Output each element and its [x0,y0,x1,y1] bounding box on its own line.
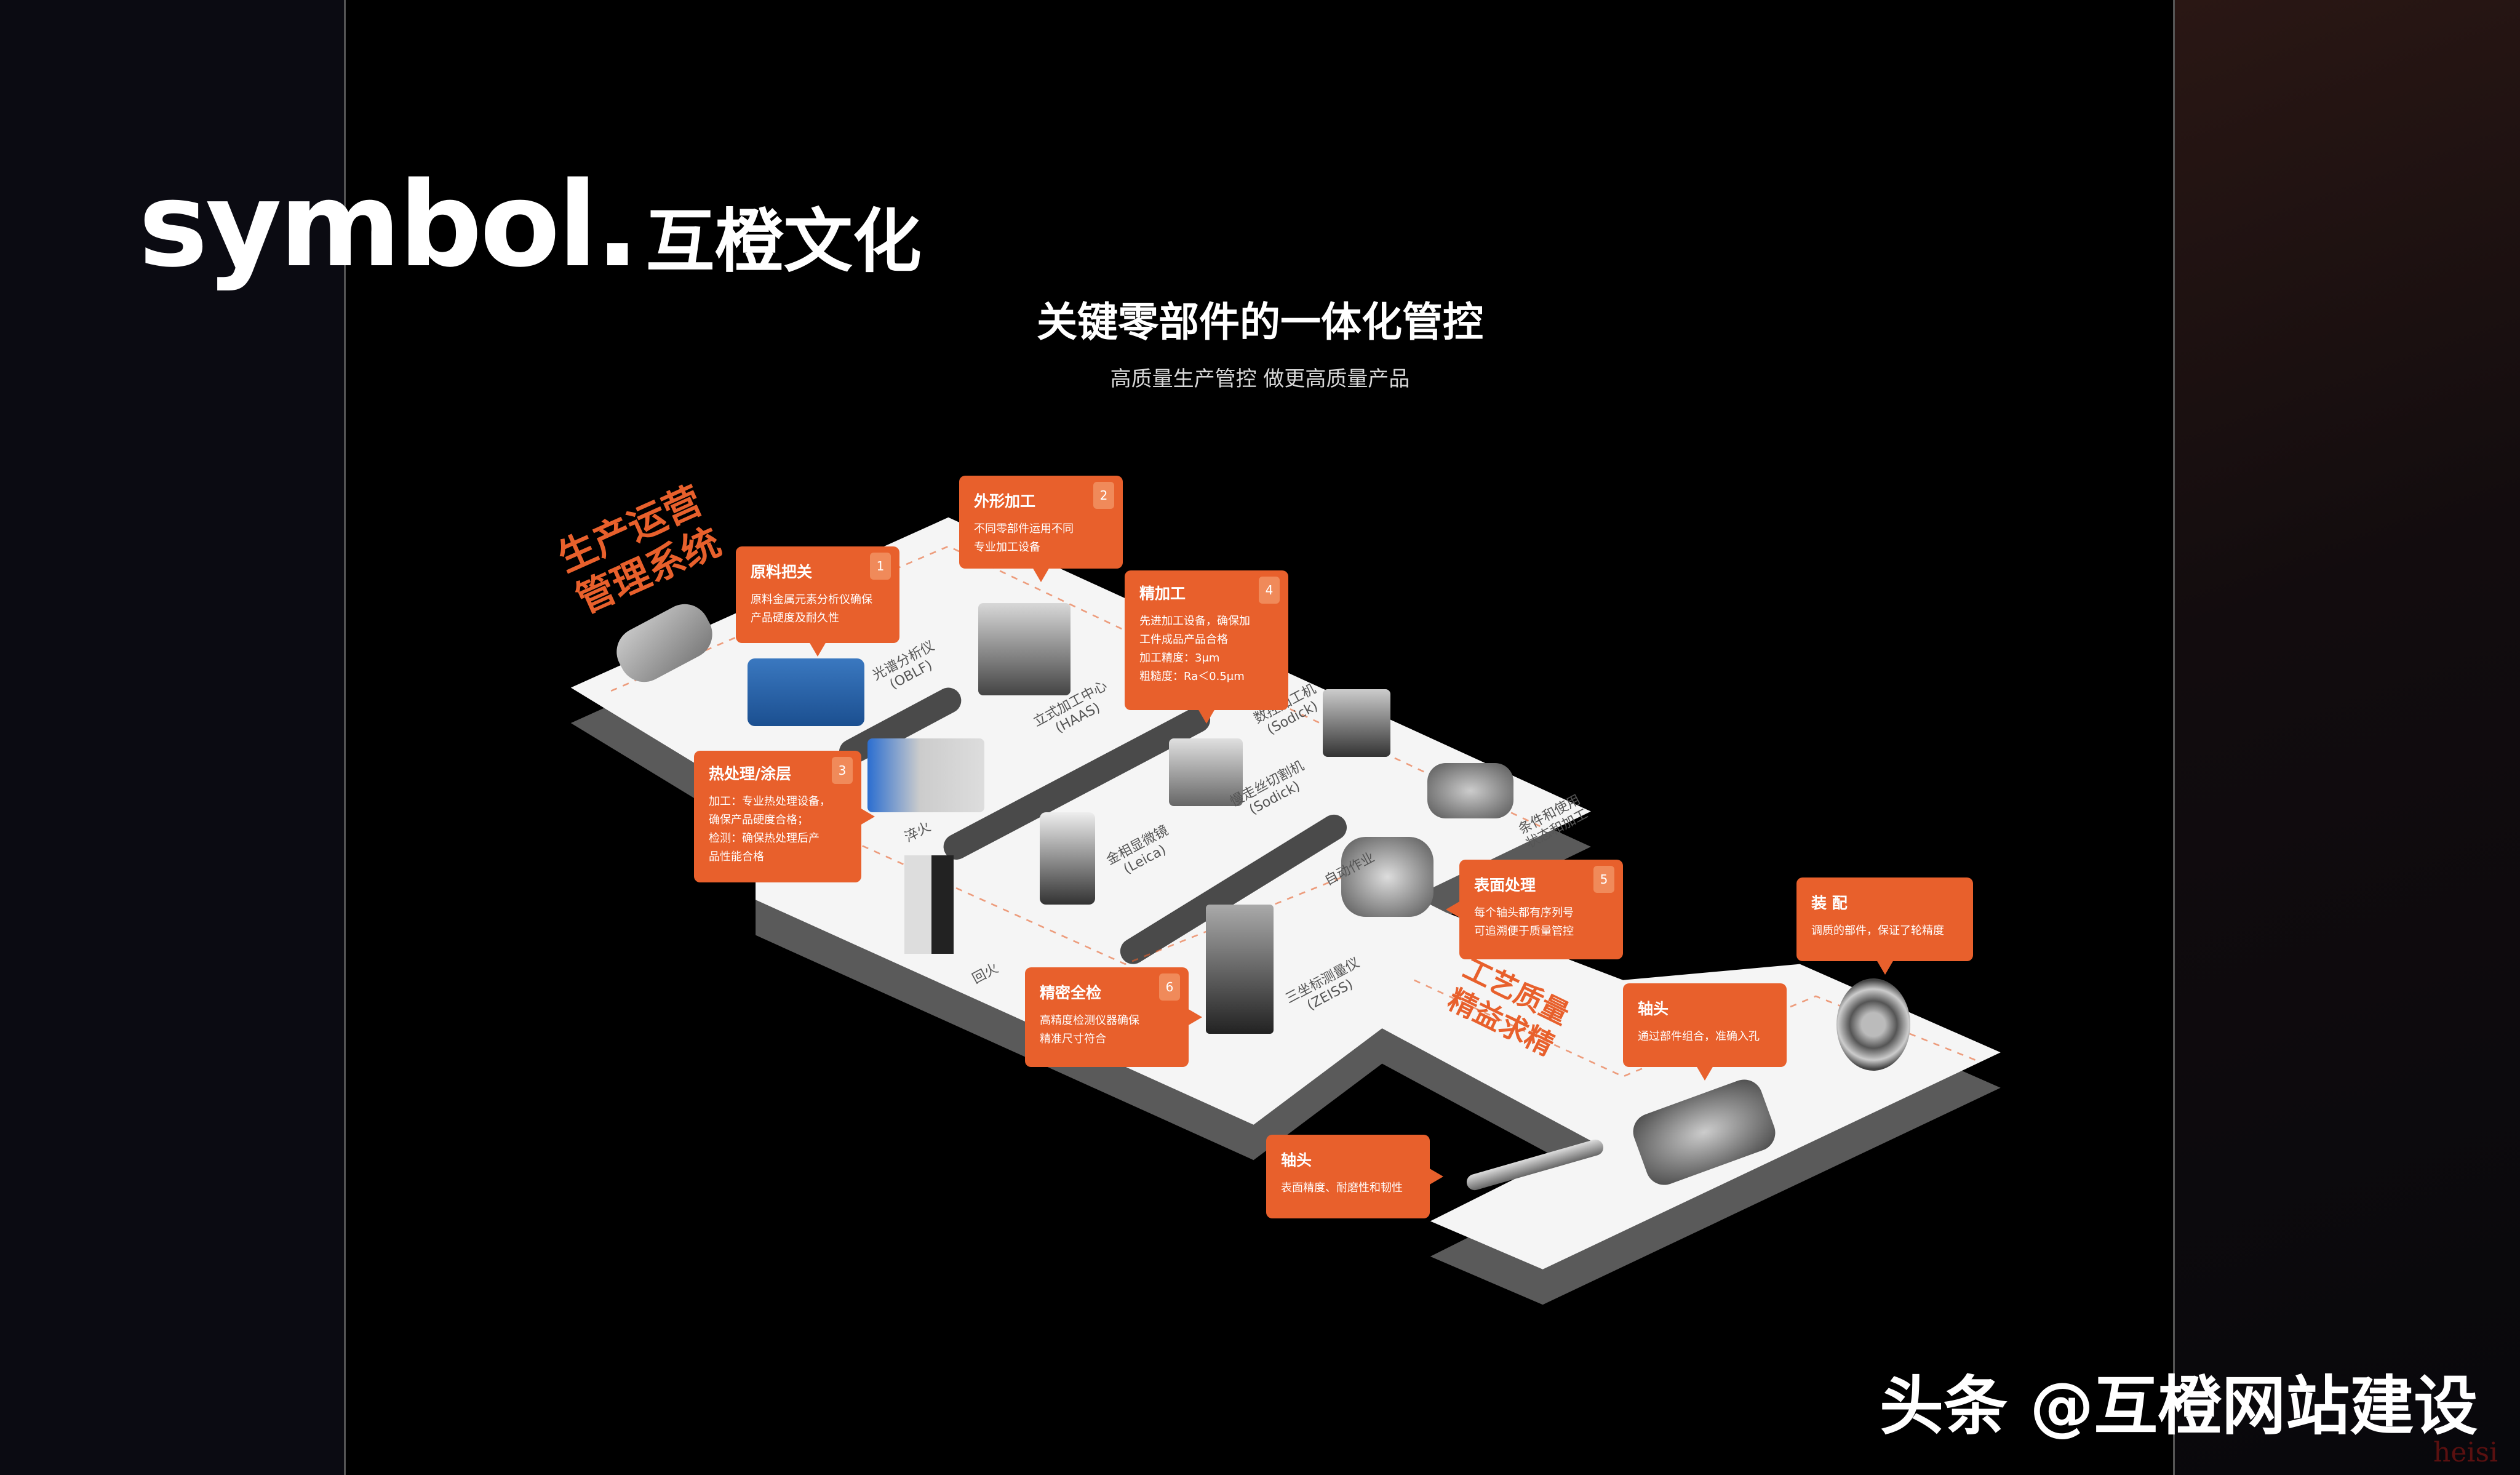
callout-title: 精密全检 [1040,984,1102,1002]
corner-mark: heisi [2433,1437,2498,1468]
left-panel [0,0,346,1475]
step-badge: 6 [1159,973,1180,1001]
callout-title: 外形加工 [974,492,1036,510]
callout-text: 不同零部件运用不同 [974,522,1074,535]
heat-treatment-furnace-image [867,738,984,812]
step-badge: 4 [1259,577,1280,604]
callout-pointer [1876,960,1894,975]
callout-text: 确保产品硬度合格； [709,813,808,826]
source-watermark: 头条 @互橙网站建设 [1880,1369,2478,1444]
callout-title: 轴头 [1638,1000,1669,1018]
callout-text: 可追溯便于质量管控 [1474,925,1574,938]
callout-text: 调质的部件，保证了轮精度 [1811,924,1944,937]
right-panel [2173,0,2520,1475]
callout-title: 表面处理 [1474,876,1536,894]
callout-text: 粗糙度：Ra＜0.5μm [1139,670,1245,683]
microscope-image [1040,812,1095,905]
step-badge: 2 [1093,482,1114,509]
wire-cut-machine-image [1169,738,1243,806]
callout-text: 精准尺寸符合 [1040,1033,1106,1045]
cmm-image [1206,905,1274,1034]
callout-title: 轴头 [1281,1151,1312,1169]
callout-text: 检测：确保热处理后产 [709,832,819,845]
part-image [1341,837,1433,917]
callout-heat-treatment: 热处理/涂层 3 加工：专业热处理设备， 确保产品硬度合格； 检测：确保热处理后… [694,751,875,882]
callout-title: 热处理/涂层 [709,765,792,783]
callout-pointer [860,808,875,825]
cnc-machine-image [1323,689,1390,757]
callout-pointer [1446,901,1461,918]
callout-pointer [1696,1066,1713,1081]
callout-text: 通过部件组合，准确入孔 [1638,1030,1760,1043]
spectrometer-image [748,658,864,726]
callout-precision-inspection: 精密全检 6 高精度检测仪器确保 精准尺寸符合 [1025,967,1202,1067]
gear-wheel-image [1836,978,1910,1071]
callout-pointer [1198,709,1215,724]
callout-text: 表面精度、耐磨性和韧性 [1281,1181,1403,1194]
callout-pointer [1187,1009,1202,1026]
callout-text: 先进加工设备，确保加 [1139,615,1250,628]
step-badge: 3 [832,757,853,784]
callout-pointer [809,642,826,657]
callout-pointer [1032,567,1050,582]
callout-text: 品性能合格 [709,850,764,863]
step-badge: 5 [1593,866,1614,893]
vertical-machining-center-image [978,603,1071,695]
callout-pointer [1429,1168,1443,1185]
callout-text: 加工：专业热处理设备， [709,795,831,808]
callout-text: 产品硬度及耐久性 [751,612,839,625]
callout-text: 原料金属元素分析仪确保 [751,593,872,606]
callout-title: 装 配 [1811,894,1848,912]
callout-title: 精加工 [1139,585,1186,602]
callout-surface-treatment: 表面处理 5 每个轴头都有序列号 可追溯便于质量管控 [1446,860,1623,959]
logo-chinese: 互橙文化 [645,202,922,282]
furnace-cabinet-image [904,855,954,954]
callout-text: 高精度检测仪器确保 [1040,1014,1139,1027]
step-badge: 1 [870,553,891,580]
callout-raw-material: 原料把关 1 原料金属元素分析仪确保 产品硬度及耐久性 [736,546,899,657]
callout-text: 加工精度：3μm [1139,652,1220,665]
brand-logo: symbol.互橙文化 [138,157,922,293]
callout-shape-machining: 外形加工 2 不同零部件运用不同 专业加工设备 [959,476,1123,582]
page-subtitle: 高质量生产管控 做更高质量产品 [1110,367,1410,391]
callout-text: 工件成品产品合格 [1139,633,1228,646]
callout-shaft: 轴头 表面精度、耐磨性和韧性 [1266,1135,1443,1218]
callout-text: 每个轴头都有序列号 [1474,906,1574,919]
callout-assembly: 装 配 调质的部件，保证了轮精度 [1796,877,1973,975]
logo-wordmark: symbol. [138,157,640,293]
page-title: 关键零部件的一体化管控 [1037,298,1483,346]
callout-title: 原料把关 [751,563,813,581]
callout-axle-head: 轴头 通过部件组合，准确入孔 [1623,983,1787,1081]
part-image-2 [1427,763,1513,818]
callout-text: 专业加工设备 [974,541,1040,554]
callout-finishing: 精加工 4 先进加工设备，确保加 工件成品产品合格 加工精度：3μm 粗糙度：R… [1125,570,1288,724]
